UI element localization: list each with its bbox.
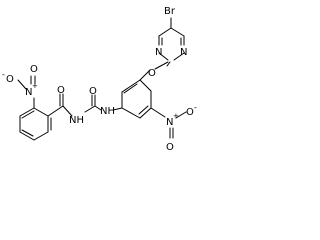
atom-n-pyrimidine-lower: N [155, 47, 162, 58]
charge-plus-nitro-left: + [32, 82, 38, 90]
atom-n-nitro-left: N [25, 87, 32, 98]
molecule-structure: Br N N O N + O O - NH O NH O N + O O - [2, 6, 197, 153]
charge-plus-nitro-right: + [173, 112, 179, 120]
atom-nh-right: NH [100, 106, 115, 117]
charge-minus-nitro-left: - [2, 70, 5, 79]
atom-o-amide: O [57, 85, 65, 96]
atom-o-nitro-left-up: O [30, 64, 38, 75]
atom-n-nitro-right: N [166, 117, 173, 128]
charge-minus-nitro-right: - [194, 103, 197, 112]
bond-lines [17, 17, 187, 141]
atom-o-urea: O [89, 86, 97, 97]
atom-nh-left: NH [69, 115, 84, 126]
atom-n-pyrimidine-upper: N [180, 47, 187, 58]
atom-br: Br [164, 6, 176, 17]
atom-o-nitro-right-down: O [166, 142, 174, 153]
atom-o-ether: O [148, 68, 156, 79]
atom-o-nitro-left-left: O [6, 74, 14, 85]
atom-o-nitro-right-right: O [186, 107, 194, 118]
